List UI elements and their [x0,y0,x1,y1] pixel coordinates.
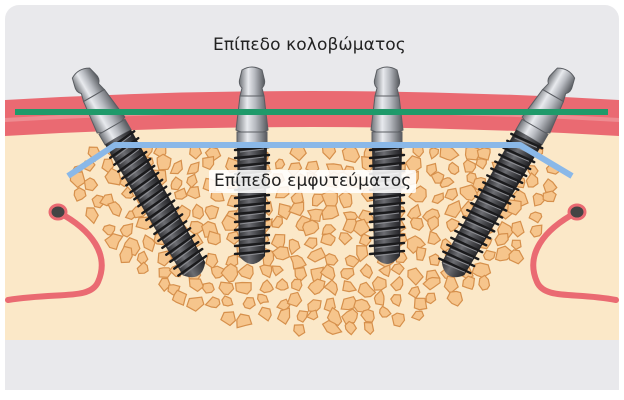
implant-straight-2 [370,67,404,264]
defect-level-label: Επίπεδο κολοβώματος [213,35,406,55]
graft-granule [211,192,224,202]
graft-granule [543,191,556,201]
graft-granule [292,279,302,290]
bone-lower-frame [5,340,619,390]
graft-granule [321,233,335,245]
implant-level-label: Επίπεδο εμφυτεύματος [209,170,416,193]
graft-granule [258,294,269,303]
graft-granule [208,231,221,244]
graft-granule [414,298,426,310]
graft-granule [203,157,214,170]
implant-straight-1 [235,67,269,264]
graft-granule [466,146,480,160]
graft-granule [203,283,215,293]
graft-granule [429,254,439,265]
